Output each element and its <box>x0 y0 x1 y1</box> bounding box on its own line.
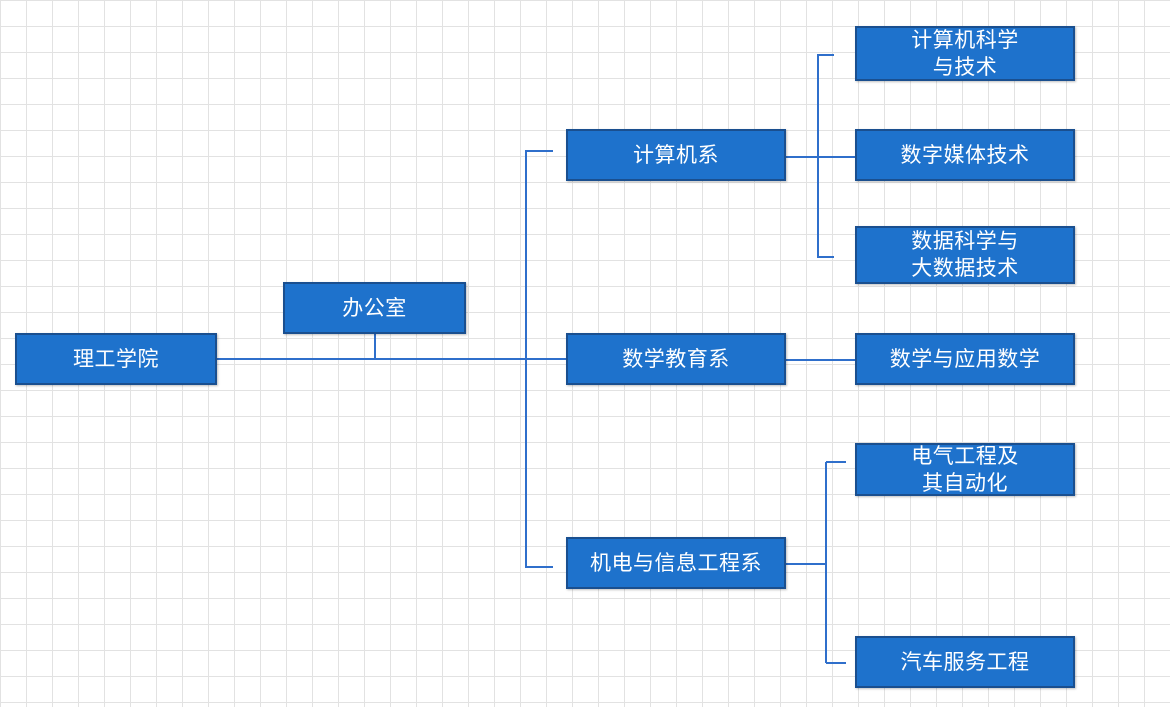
node-major-data-science-line-1: 数据科学与 <box>911 229 1019 253</box>
node-dept-electromech-label: 机电与信息工程系 <box>590 550 762 575</box>
node-major-cs[interactable]: 计算机科学 与技术 <box>855 26 1075 81</box>
connector-dept-computer-majors <box>786 54 856 258</box>
node-major-electrical[interactable]: 电气工程及 其自动化 <box>855 443 1075 496</box>
node-major-applied-math[interactable]: 数学与应用数学 <box>855 333 1075 385</box>
node-major-digital-media[interactable]: 数字媒体技术 <box>855 129 1075 181</box>
node-root-label: 理工学院 <box>73 346 159 371</box>
node-major-data-science-line-2: 大数据技术 <box>911 256 1019 280</box>
node-major-cs-line-2: 与技术 <box>932 54 998 79</box>
node-root[interactable]: 理工学院 <box>15 333 217 385</box>
node-major-auto-service-label: 汽车服务工程 <box>900 649 1030 674</box>
node-major-auto-service[interactable]: 汽车服务工程 <box>855 636 1075 688</box>
node-dept-computer-label: 计算机系 <box>633 142 719 167</box>
node-major-applied-math-label: 数学与应用数学 <box>889 346 1041 371</box>
node-dept-math[interactable]: 数学教育系 <box>566 333 786 385</box>
node-dept-electromech[interactable]: 机电与信息工程系 <box>566 537 786 589</box>
connector-dept-electromech-majors <box>786 461 846 664</box>
node-dept-math-label: 数学教育系 <box>622 346 730 371</box>
connector-departments-bracket <box>525 150 553 568</box>
node-major-electrical-line-1: 电气工程及 <box>911 443 1019 468</box>
node-office-label: 办公室 <box>342 295 407 320</box>
node-office[interactable]: 办公室 <box>283 282 466 334</box>
node-dept-computer[interactable]: 计算机系 <box>566 129 786 181</box>
node-major-data-science[interactable]: 数据科学与 大数据技术 <box>855 226 1075 284</box>
node-major-digital-media-label: 数字媒体技术 <box>900 142 1030 167</box>
node-major-cs-line-1: 计算机科学 <box>911 27 1019 52</box>
node-major-electrical-line-2: 其自动化 <box>922 470 1008 495</box>
